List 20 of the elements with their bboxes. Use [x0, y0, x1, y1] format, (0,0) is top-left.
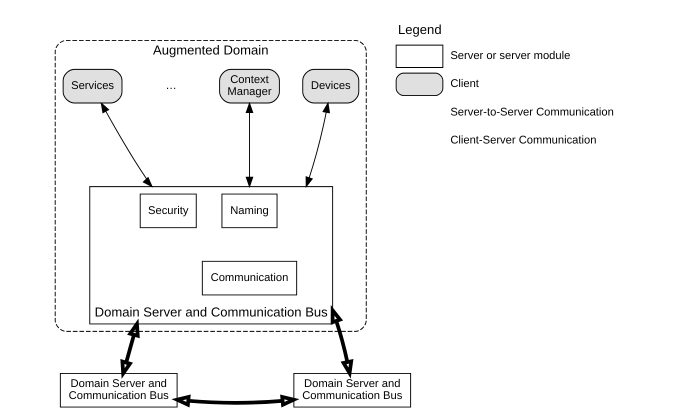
- legend-label: Server or server module: [450, 50, 570, 62]
- node-box: Services: [62, 68, 122, 104]
- label: Legend: [398, 22, 442, 38]
- node-box: Context Manager: [219, 68, 280, 104]
- label: …: [165, 80, 177, 92]
- arrow: [171, 394, 300, 408]
- legend-label: Server-to-Server Communication: [450, 106, 614, 118]
- node-box: Communication: [202, 260, 298, 296]
- legend-label: Client-Server Communication: [450, 134, 596, 146]
- legend-label: Client: [450, 78, 479, 90]
- arrow: [100, 102, 153, 188]
- arrow: [306, 102, 330, 188]
- node-box: Domain Server and Communication Bus: [60, 372, 178, 408]
- node-box: Devices: [302, 68, 360, 104]
- node-box: Security: [140, 194, 197, 228]
- node-box: Domain Server and Communication Bus: [293, 372, 412, 408]
- arrow: [246, 102, 254, 188]
- node-box: Naming: [221, 194, 278, 228]
- arrow: [120, 318, 140, 379]
- arrow: [330, 304, 354, 379]
